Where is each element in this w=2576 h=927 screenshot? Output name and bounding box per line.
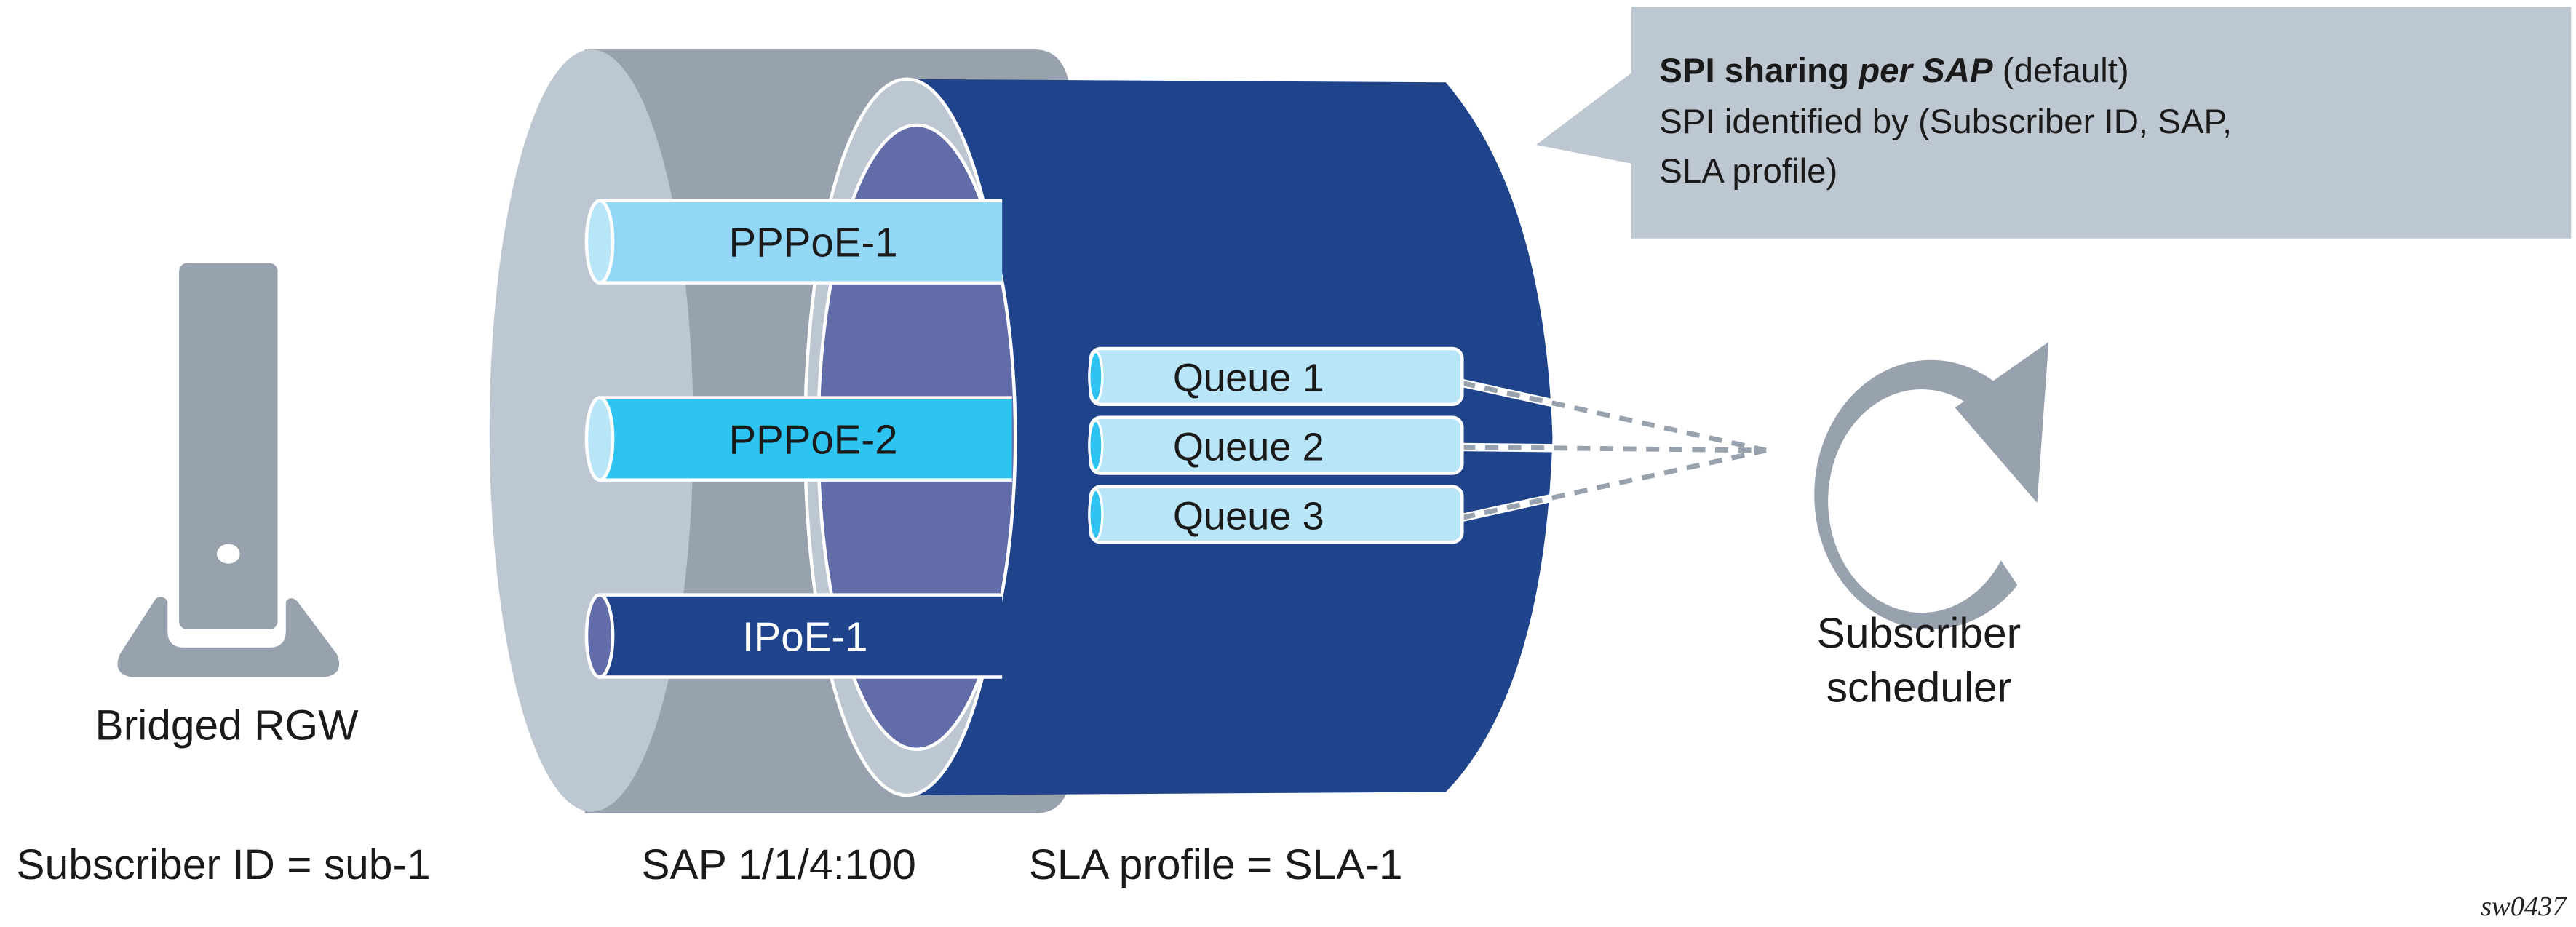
callout-title-italic: per SAP [1857, 52, 1993, 90]
callout-box [1631, 7, 2572, 239]
link-queue-1 [1461, 381, 1767, 453]
subscriber-id-label: Subscriber ID = sub-1 [16, 841, 430, 888]
rgw-label: Bridged RGW [95, 701, 359, 749]
callout-line-2: SPI identified by (Subscriber ID, SAP, [1659, 103, 2232, 141]
queue-3[interactable]: Queue 3 [1088, 485, 1464, 544]
tube-end [584, 593, 615, 679]
queue-1[interactable]: Queue 1 [1088, 346, 1464, 406]
tube-body [597, 594, 1003, 677]
session-tube-pppoe-2[interactable]: PPPoE-2 [584, 396, 1012, 482]
callout-pointer [1535, 69, 1637, 165]
rgw-icon [117, 597, 340, 677]
queue-2[interactable]: Queue 2 [1088, 415, 1464, 475]
cycle-arrowhead [1955, 341, 2049, 504]
callout-title: SPI sharing per SAP (default) [1659, 52, 2128, 90]
queue-label: Queue 2 [1173, 425, 1324, 469]
sap-label: SAP 1/1/4:100 [641, 841, 915, 888]
tube-label: PPPoE-2 [728, 416, 897, 462]
link-queue-3 [1461, 447, 1767, 520]
sla-profile-label: SLA profile = SLA-1 [1029, 841, 1403, 888]
figure-tag: sw0437 [2481, 891, 2567, 922]
tube-label: PPPoE-1 [728, 220, 897, 266]
tube-label: IPoE-1 [742, 613, 868, 659]
queue-end [1088, 350, 1104, 402]
callout-line-3: SLA profile) [1659, 152, 1837, 191]
tube-end [584, 199, 615, 285]
queue-label: Queue 3 [1173, 494, 1324, 538]
scheduler-label-line-1: Subscriber [1817, 610, 2022, 657]
callout-title-bold: SPI sharing [1659, 52, 1859, 90]
tube-end [584, 396, 615, 482]
scheduler-label-line-2: scheduler [1826, 664, 2011, 711]
link-queue-2 [1462, 445, 1767, 453]
callout: SPI sharing per SAP (default) SPI identi… [1535, 7, 2572, 239]
queue-end [1088, 419, 1104, 472]
callout-title-suffix: (default) [1993, 52, 2129, 90]
queue-end [1088, 488, 1104, 541]
scheduler-cycle-icon [1814, 341, 2049, 630]
session-tube-pppoe-1[interactable]: PPPoE-1 [584, 199, 1003, 285]
rgw-stand [117, 597, 340, 677]
scheduler-links [1461, 378, 1768, 522]
rgw-tower [175, 260, 282, 633]
tube-body [597, 397, 1012, 480]
rgw-led [217, 544, 240, 564]
tube-body [597, 200, 1003, 283]
queue-label: Queue 1 [1173, 357, 1324, 400]
session-tube-ipoe-1[interactable]: IPoE-1 [584, 593, 1003, 679]
